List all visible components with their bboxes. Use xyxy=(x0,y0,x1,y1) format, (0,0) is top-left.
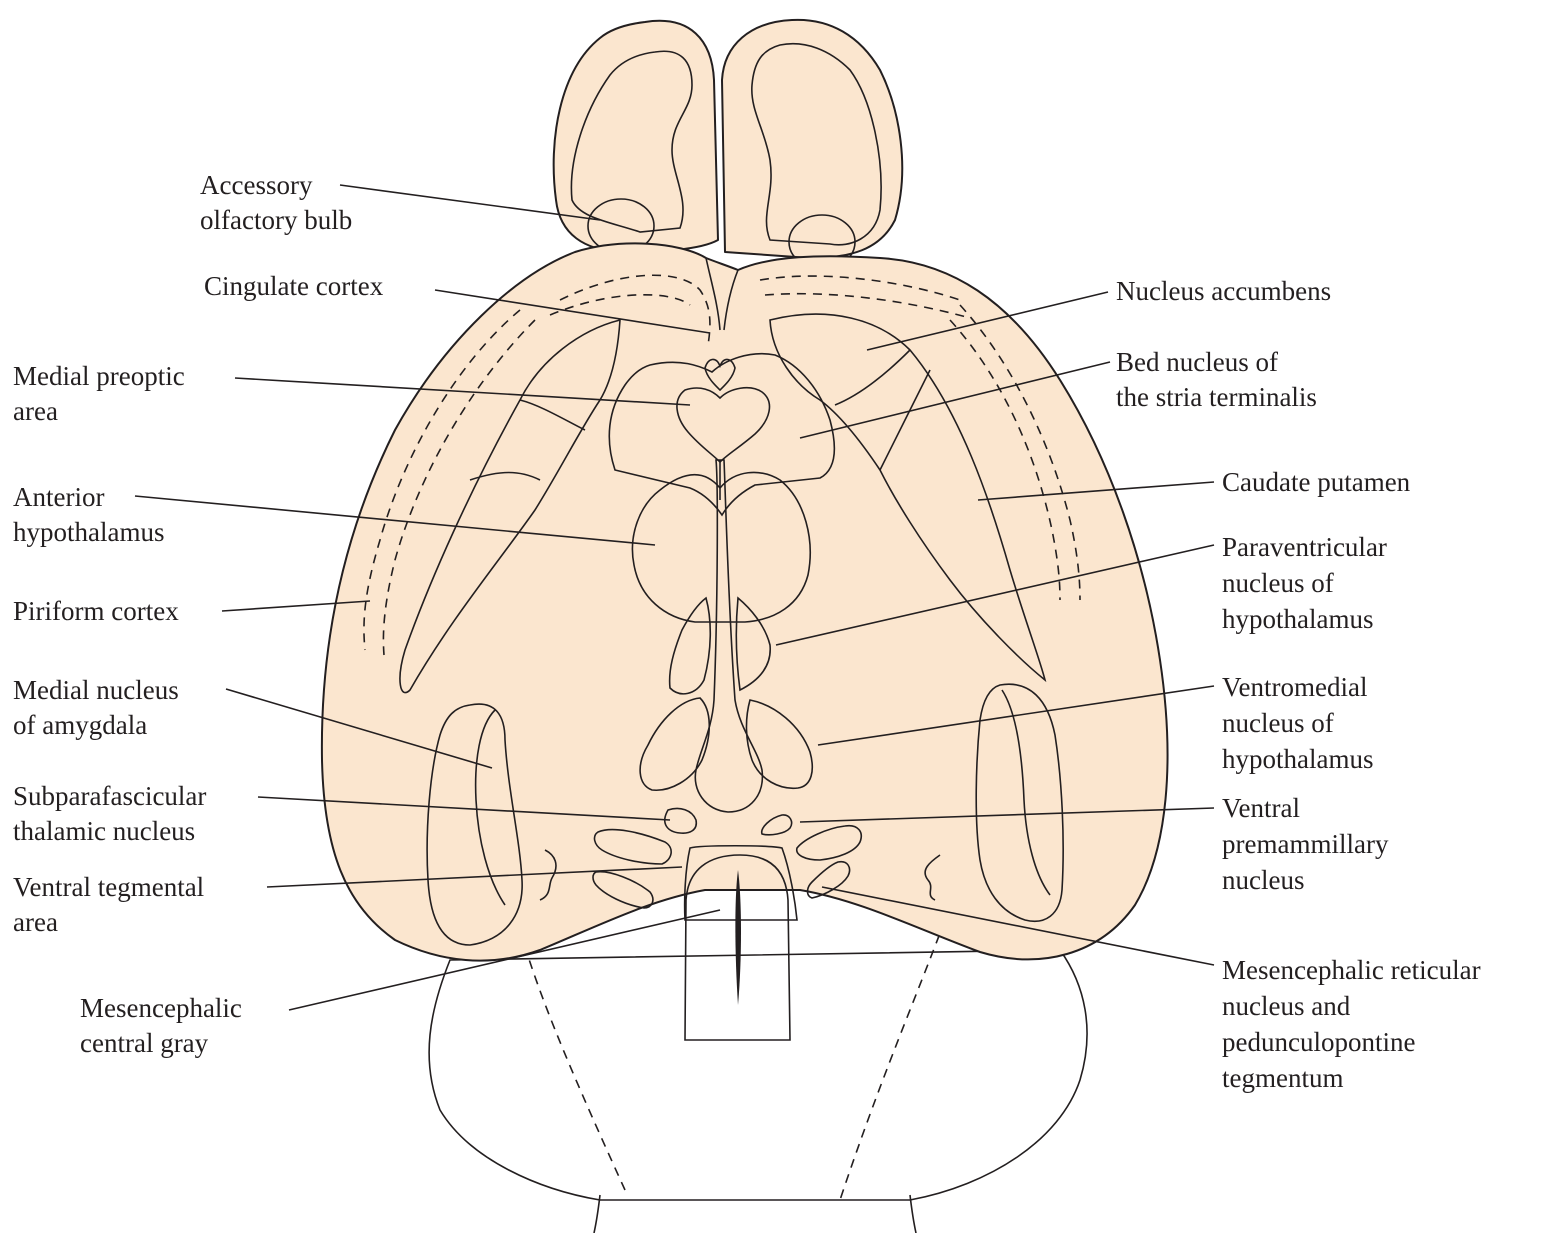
label-cingulate-cortex: Cingulate cortex xyxy=(204,271,384,301)
label-mesencephalic-central-gray: Mesencephalic central gray xyxy=(80,993,249,1058)
label-anterior-hypothalamus: Anterior hypothalamus xyxy=(13,482,164,547)
label-bed-nucleus: Bed nucleus of the stria terminalis xyxy=(1116,347,1317,412)
label-caudate-putamen: Caudate putamen xyxy=(1222,467,1411,497)
label-ventral-tegmental-area: Ventral tegmental area xyxy=(13,872,211,937)
hindbrain xyxy=(429,950,1087,1200)
brainstem-edge-right xyxy=(910,1195,916,1233)
brainstem-edge-left xyxy=(594,1195,600,1233)
forebrain-outline xyxy=(322,243,1168,960)
hindbrain-lateral-dashed-right xyxy=(840,920,945,1200)
label-medial-preoptic-area: Medial preoptic area xyxy=(13,361,191,426)
label-mesencephalic-reticular: Mesencephalic reticular nucleus and pedu… xyxy=(1222,955,1487,1093)
label-ventromedial: Ventromedial nucleus of hypothalamus xyxy=(1222,672,1374,774)
label-accessory-olfactory-bulb: Accessory olfactory bulb xyxy=(200,170,352,235)
label-paraventricular: Paraventricular nucleus of hypothalamus xyxy=(1222,532,1394,634)
label-ventral-premammillary: Ventral premammillary nucleus xyxy=(1222,793,1395,895)
olfactory-bulb-right xyxy=(722,20,902,258)
label-medial-nucleus-amygdala: Medial nucleus of amygdala xyxy=(13,675,185,740)
hindbrain-lateral-dashed-left xyxy=(520,930,625,1190)
label-subparafascicular: Subparafascicular thalamic nucleus xyxy=(13,781,213,846)
label-nucleus-accumbens: Nucleus accumbens xyxy=(1116,276,1331,306)
label-piriform-cortex: Piriform cortex xyxy=(13,596,179,626)
